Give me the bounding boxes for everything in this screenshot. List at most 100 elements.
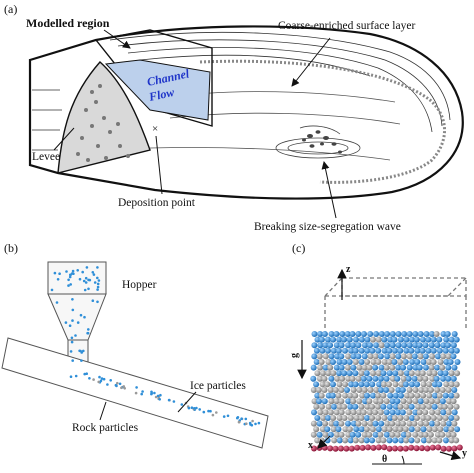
rock-particle: [430, 415, 437, 421]
base-particle: [424, 445, 431, 452]
rock-particle: [319, 426, 326, 433]
ice-particle: [387, 336, 394, 343]
rock-particle: [370, 359, 377, 365]
ice-particle: [314, 336, 321, 343]
ice-particle: [451, 387, 458, 393]
coarse-clast-cluster: [302, 130, 342, 154]
rock-particle: [400, 375, 407, 382]
rock-particle: [436, 415, 443, 421]
ice-particle: [350, 353, 357, 360]
rock-particle: [319, 381, 326, 388]
rock-particle: [422, 409, 429, 416]
rock-particle: [398, 381, 405, 388]
hopper-particle: [91, 299, 95, 303]
rock-particle: [92, 378, 95, 381]
rock-particle: [332, 387, 339, 393]
hopper-particle: [67, 284, 70, 287]
rock-particle: [418, 387, 425, 393]
ice-particle: [361, 353, 368, 360]
levee-pointer: [53, 127, 75, 151]
rock-particle: [389, 431, 396, 438]
channel-label-line2: Flow: [147, 85, 177, 104]
ice-particle: [369, 347, 376, 354]
ice-particle: [330, 347, 337, 354]
rock-particle: [315, 387, 322, 393]
rock-particle: [116, 381, 119, 385]
rock-particle: [400, 398, 407, 405]
modelled-region-pointer: [103, 29, 131, 49]
base-particle: [381, 444, 388, 451]
rock-particle: [414, 437, 421, 444]
rock-particle: [439, 431, 446, 438]
hopper-particle: [79, 349, 82, 353]
rock-particle: [453, 381, 460, 388]
ice-particle: [409, 415, 415, 421]
hopper-particle: [96, 276, 99, 280]
rock-particle: [342, 381, 349, 388]
ice-particle: [386, 347, 393, 354]
rock-particle: [437, 359, 444, 365]
rock-particle: [319, 403, 325, 410]
rock-particle: [352, 392, 359, 399]
ice-particle: [333, 364, 340, 371]
ice-particle: [153, 391, 156, 395]
rock-particle: [364, 359, 371, 365]
rock-particle: [347, 392, 354, 399]
ice-particle: [367, 342, 373, 349]
ice-particle: [440, 409, 447, 416]
hopper-particle: [74, 334, 77, 337]
ice-particle: [341, 370, 348, 377]
rock-particle: [375, 392, 382, 399]
ice-particle: [318, 336, 325, 343]
ice-particle: [342, 347, 348, 354]
hopper-particle: [96, 300, 99, 304]
ice-particle: [406, 364, 413, 371]
ice-particle: [383, 375, 390, 382]
base-particle: [440, 445, 447, 452]
ice-particle: [352, 381, 359, 388]
ice-particle: [377, 353, 384, 360]
rock-particle: [436, 437, 443, 444]
hopper-particle: [96, 266, 99, 269]
rock-particle: [338, 431, 345, 438]
rock-particle: [321, 375, 328, 382]
ice-particle: [398, 437, 405, 444]
rock-particle: [389, 420, 396, 427]
panel-c: (c) z g x y θ: [289, 241, 467, 465]
ice-particle: [408, 347, 415, 354]
ice-particle: [372, 364, 379, 371]
rock-particle: [330, 370, 337, 377]
ice-particle: [440, 375, 447, 382]
ice-particle: [443, 437, 449, 444]
rock-particle: [356, 387, 363, 393]
base-particle: [413, 445, 420, 452]
ice-particle: [451, 331, 458, 337]
rock-particle: [380, 437, 387, 444]
rock-particle: [434, 420, 441, 427]
ice-particle: [445, 364, 452, 371]
angle-arc: [401, 455, 405, 465]
rock-particle: [338, 409, 345, 416]
rock-particle: [352, 359, 359, 365]
rock-particle: [400, 420, 406, 427]
ice-particle: [428, 342, 435, 349]
base-particle: [327, 445, 334, 452]
base-particle: [338, 445, 344, 452]
ice-particle: [384, 353, 391, 360]
rock-particle: [245, 422, 248, 426]
rock-particle: [423, 398, 430, 405]
ice-particle: [431, 381, 438, 388]
ice-particle: [317, 342, 324, 349]
ice-particle: [411, 375, 418, 382]
ice-particle: [350, 364, 357, 371]
rock-particle: [251, 419, 254, 423]
rock-particle: [431, 437, 438, 444]
hopper-particle: [84, 276, 88, 280]
ice-particle: [442, 370, 449, 377]
base-particle: [354, 444, 361, 451]
rock-particle: [422, 375, 429, 382]
hopper-particle: [76, 269, 79, 272]
rock-particle: [391, 415, 398, 421]
rock-particle: [442, 415, 449, 421]
rock-particle: [397, 415, 404, 421]
